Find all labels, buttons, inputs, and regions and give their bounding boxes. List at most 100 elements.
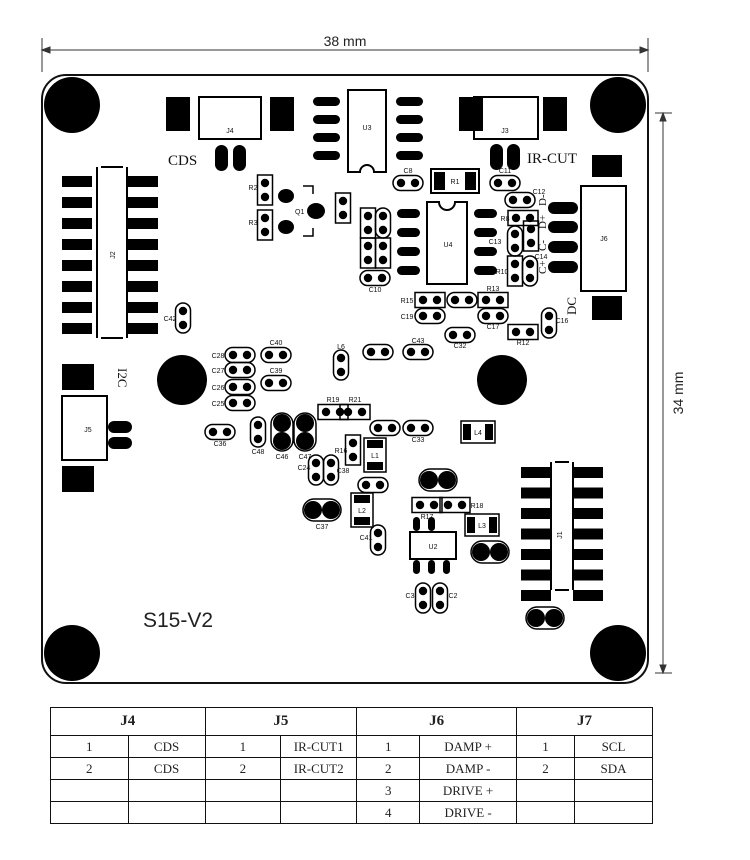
pin-signal-cell: IR-CUT1: [280, 735, 358, 758]
pin-number-cell: 2: [204, 757, 282, 780]
pin-signal-cell: [280, 779, 358, 802]
component-label: C33: [412, 437, 425, 444]
component-label: C10: [369, 287, 382, 294]
silk-i2c: I2C: [115, 368, 130, 388]
component-label: C8: [404, 168, 413, 175]
component-c11: C11: [489, 168, 521, 192]
j2-label: J2: [110, 251, 117, 259]
pin-number-cell: [204, 801, 282, 824]
pin-signal-cell: SCL: [573, 735, 654, 758]
svg-text:U3: U3: [363, 125, 372, 132]
component-r7: [374, 237, 392, 269]
pin-signal-cell: CDS: [127, 735, 206, 758]
component-label: C42: [164, 316, 177, 323]
pin-signal-cell: IR-CUT2: [280, 757, 358, 780]
component-label: L2: [358, 508, 366, 515]
component-c25: C25: [212, 394, 256, 412]
component-label: C16: [556, 318, 569, 325]
component-c3: C3: [406, 582, 432, 614]
component-label: C37: [316, 524, 329, 531]
component-l6: L6: [332, 344, 350, 381]
component-label: C25: [212, 401, 225, 408]
component-c48: C48: [249, 416, 267, 456]
component-c1: [525, 606, 565, 630]
pin-number-cell: 4: [356, 801, 421, 824]
pin-number-cell: [50, 779, 129, 802]
pin-signal-cell: CDS: [127, 757, 206, 780]
pin-number-cell: 2: [50, 757, 129, 780]
pin-signal-cell: DRIVE +: [419, 779, 518, 802]
component-label: C13: [489, 239, 502, 246]
header-j5: J5: [204, 707, 358, 736]
component-r12: R12: [507, 323, 539, 347]
component-c2: C2: [431, 582, 458, 614]
pcb-drawing: 38 mm 34 mm J4 CDS U3 J3 IR-CUT J2: [40, 33, 686, 684]
transistor-q1: Q1: [278, 185, 325, 237]
component-c10: C10: [359, 269, 391, 294]
component-label: C11: [499, 168, 511, 175]
component-label: R21: [349, 397, 362, 404]
component-c8: C8: [392, 168, 424, 192]
mounting-hole: [590, 625, 646, 681]
component-c32: C32: [444, 326, 476, 350]
component-label: C2: [449, 593, 458, 600]
j1-label: J1: [557, 531, 564, 539]
ic-u4: U4: [397, 201, 497, 285]
ic-u2: U2: [409, 517, 457, 574]
mounting-hole: [157, 355, 207, 405]
component-label: R16: [335, 448, 348, 455]
component-r15: R15: [401, 291, 446, 309]
component-c38: C38: [322, 454, 350, 486]
svg-text:J5: J5: [84, 427, 92, 434]
component-label: C43: [412, 338, 425, 345]
pin-signal-cell: [573, 779, 654, 802]
component-label: R10: [496, 269, 509, 276]
connector-j1: [521, 461, 603, 601]
component-label: R17: [421, 514, 434, 521]
component-c40: C40: [260, 340, 292, 364]
silk-cds: CDS: [168, 153, 197, 169]
component-c33: C33: [402, 419, 434, 444]
header-j7: J7: [516, 707, 653, 736]
component-label: R19: [327, 397, 340, 404]
mounting-holes: [44, 77, 646, 681]
header-j4: J4: [50, 707, 206, 736]
silk-c-plus: C+: [537, 260, 549, 274]
component-r21: R21: [339, 397, 371, 421]
component-c43: C43: [402, 338, 434, 361]
component-l3: L3: [464, 513, 500, 537]
component-label: R15: [401, 298, 414, 305]
component-label: C26: [212, 385, 225, 392]
component-label: C3: [406, 593, 415, 600]
component-c37: C37: [302, 498, 342, 531]
component-label: C46: [276, 454, 289, 461]
pin-number-cell: [516, 801, 575, 824]
silk-ircut: IR-CUT: [527, 151, 577, 167]
svg-text:Q1: Q1: [295, 209, 304, 216]
pin-signal-cell: DRIVE -: [419, 801, 518, 824]
component-r18: R18: [439, 496, 484, 514]
component-c6: [470, 540, 510, 564]
pin-number-cell: [516, 779, 575, 802]
component-label: R18: [471, 503, 484, 510]
width-dimension-label: 38 mm: [324, 33, 367, 49]
height-dimension: [655, 111, 672, 675]
pin-signal-cell: DAMP +: [419, 735, 518, 758]
component-label: R3: [249, 220, 258, 227]
component-label: L1: [371, 453, 379, 460]
component-label: C32: [454, 343, 467, 350]
component-label: C27: [212, 368, 225, 375]
pin-signal-cell: SDA: [573, 757, 654, 780]
pin-number-cell: 1: [356, 735, 421, 758]
pin-number-cell: 1: [50, 735, 129, 758]
silk-dc: DC: [564, 297, 579, 315]
component-c16: C16: [540, 307, 569, 339]
component-r4: [334, 192, 352, 224]
pin-signal-cell: DAMP -: [419, 757, 518, 780]
